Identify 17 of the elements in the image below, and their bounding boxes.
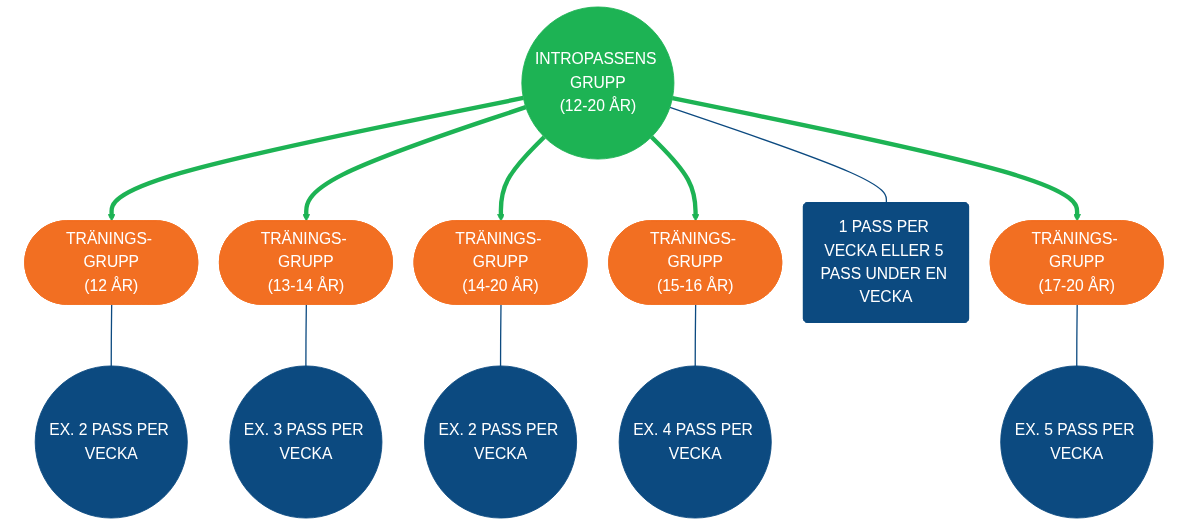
node-circle: EX. 3 PASS PER VECKA	[229, 365, 383, 519]
arrow	[107, 95, 524, 222]
node-circle: EX. 2 PASS PER VECKA	[34, 365, 188, 519]
arrow	[302, 105, 527, 222]
connector	[110, 304, 113, 367]
connector	[305, 304, 307, 367]
arrow	[650, 135, 700, 222]
node-circle: INTROPASSENS GRUPP (12-20 ÅR)	[521, 6, 675, 160]
node-circle: EX. 5 PASS PER VECKA	[1000, 365, 1154, 519]
connector	[1076, 304, 1078, 367]
node-circle: EX. 2 PASS PER VECKA	[424, 365, 578, 519]
connector	[499, 304, 502, 367]
connector	[694, 304, 697, 367]
arrow	[671, 96, 1081, 222]
node-circle: EX. 4 PASS PER VECKA	[618, 365, 772, 519]
arrow	[497, 135, 546, 222]
connector	[669, 106, 888, 204]
